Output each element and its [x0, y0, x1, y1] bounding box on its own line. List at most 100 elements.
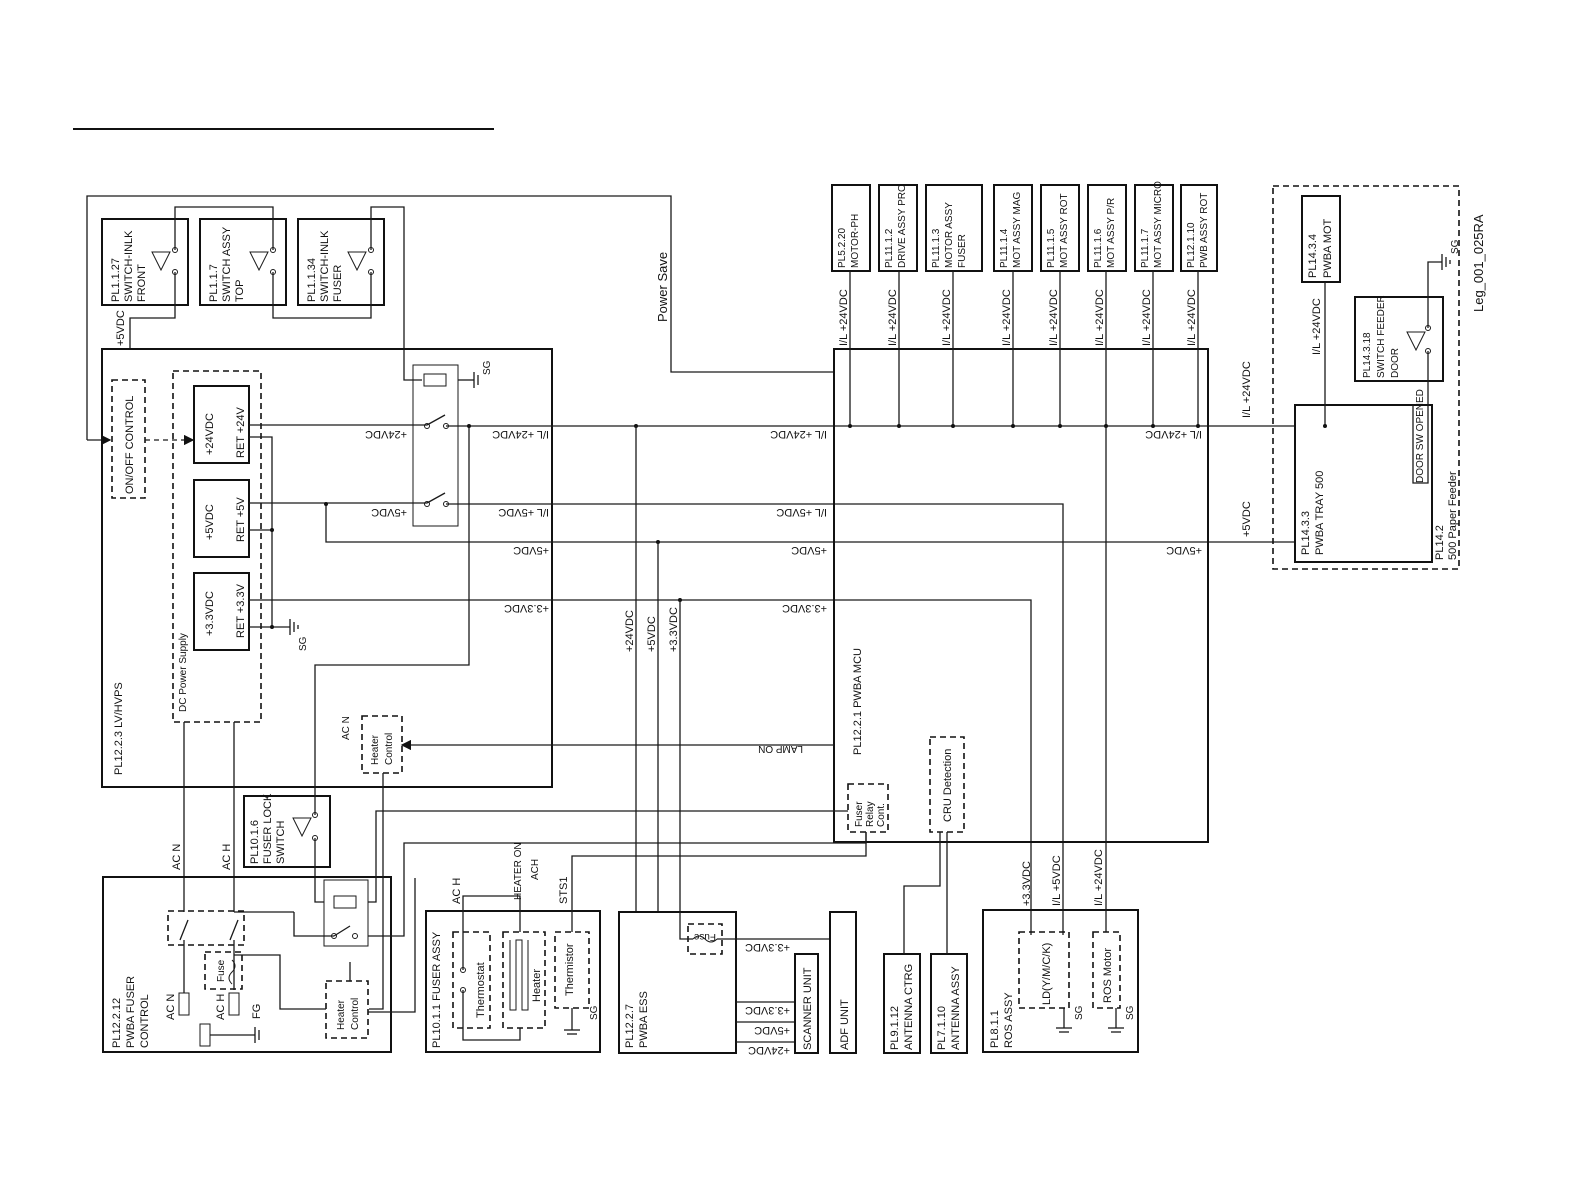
- svg-text:AC H: AC H: [215, 994, 227, 1020]
- motor-label: FUSER: [957, 234, 968, 268]
- svg-text:SG: SG: [482, 360, 493, 375]
- motor-label: PL11.1.4: [999, 228, 1010, 268]
- ac-h-line-label: AC H: [221, 844, 233, 870]
- svg-text:SWITCH FEEDER: SWITCH FEEDER: [1376, 295, 1387, 378]
- svg-text:PL12.2.3 LV/HVPS: PL12.2.3 LV/HVPS: [113, 682, 125, 775]
- svg-text:STS1: STS1: [558, 876, 570, 904]
- svg-text:SG: SG: [589, 1005, 600, 1020]
- motor-label: PL11.1.6: [1093, 228, 1104, 268]
- svg-text:+24VDC: +24VDC: [204, 413, 216, 455]
- svg-text:Control: Control: [350, 998, 361, 1030]
- power-save-line: [86, 195, 834, 440]
- svg-text:PL14.3.18: PL14.3.18: [1362, 332, 1373, 378]
- svg-text:SCANNER UNIT: SCANNER UNIT: [802, 967, 814, 1050]
- scanner-unit: SCANNER UNIT: [794, 953, 819, 1054]
- svg-text:Fuser: Fuser: [854, 801, 865, 827]
- motor-label: DRIVE ASSY PRO: [897, 184, 908, 268]
- power-save-label: Power Save: [655, 252, 670, 322]
- svg-text:ROS ASSY: ROS ASSY: [1003, 992, 1015, 1048]
- svg-text:+5VDC: +5VDC: [754, 1024, 790, 1036]
- svg-text:ROS Motor: ROS Motor: [1102, 948, 1114, 1003]
- pwba-fuser-control: PL12.2.12 PWBA FUSER CONTROL Fuse AC N A…: [102, 876, 392, 1053]
- motor-label: PL11.1.7: [1140, 228, 1151, 268]
- svg-text:+5VDC: +5VDC: [204, 504, 216, 540]
- feeder-il24-out: I/L +24VDC: [1241, 361, 1253, 418]
- label-p5-b: +5VDC: [791, 544, 827, 556]
- svg-text:PL8.1.1: PL8.1.1: [989, 1010, 1001, 1048]
- svg-text:SWITCH: SWITCH: [275, 821, 287, 864]
- svg-text:I/L +24VDC: I/L +24VDC: [1311, 298, 1323, 355]
- svg-text:AC H: AC H: [451, 878, 463, 904]
- ess-5-label: +5VDC: [646, 616, 658, 652]
- svg-text:SG: SG: [1074, 1005, 1085, 1020]
- label-il24-a: I/L +24VDC: [492, 428, 549, 440]
- svg-text:FG: FG: [251, 1004, 263, 1019]
- svg-text:SG: SG: [298, 636, 309, 651]
- svg-text:PL1.1.7: PL1.1.7: [208, 264, 220, 302]
- motor-rail-label: I/L +24VDC: [941, 289, 953, 346]
- svg-text:CRU Detection: CRU Detection: [942, 749, 954, 822]
- svg-text:Thermostat: Thermostat: [475, 962, 487, 1018]
- switch-assy-top: PL1.1.7 SWITCH ASSY TOP: [199, 218, 287, 306]
- svg-text:SG: SG: [1125, 1005, 1136, 1020]
- svg-text:Fuse: Fuse: [693, 931, 716, 942]
- svg-text:PL14.2: PL14.2: [1434, 525, 1446, 560]
- label-il24-c: I/L +24VDC: [1145, 428, 1202, 440]
- svg-text:SG: SG: [1450, 239, 1461, 254]
- svg-text:CONTROL: CONTROL: [139, 994, 151, 1048]
- motor-rail-label: I/L +24VDC: [887, 289, 899, 346]
- motor-label: PL11.1.2: [884, 228, 895, 268]
- svg-text:FUSER LOCK: FUSER LOCK: [262, 793, 274, 864]
- motor-label: MOT ASSY MAG: [1012, 191, 1023, 268]
- svg-text:ANTENNA ASSY: ANTENNA ASSY: [950, 966, 962, 1050]
- svg-text:PL14.3.3: PL14.3.3: [1300, 511, 1312, 555]
- motor-rail-label: I/L +24VDC: [838, 289, 850, 346]
- label-il5-b: I/L +5VDC: [776, 506, 827, 518]
- motor-rail-label: I/L +24VDC: [1048, 289, 1060, 346]
- switch-5v-label: +5VDC: [115, 310, 127, 346]
- antenna-assy: PL7.1.10 ANTENNA ASSY: [930, 953, 968, 1054]
- label-p5-inside: +5VDC: [371, 506, 407, 518]
- label-p24-inside: +24VDC: [365, 428, 407, 440]
- svg-text:PWBA MOT: PWBA MOT: [1322, 218, 1334, 278]
- svg-text:SWITCH-INLK: SWITCH-INLK: [319, 230, 331, 302]
- label-il5-a: I/L +5VDC: [498, 506, 549, 518]
- svg-text:HEATER ON: HEATER ON: [513, 842, 524, 900]
- label-p5-a: +5VDC: [513, 544, 549, 556]
- ros-33-label: +3.3VDC: [1021, 861, 1033, 906]
- label-p33-b: +3.3VDC: [782, 602, 827, 614]
- svg-text:FUSER: FUSER: [332, 265, 344, 302]
- svg-text:RET +5V: RET +5V: [235, 497, 247, 542]
- motor-label: MOT ASSY ROT: [1059, 193, 1070, 268]
- svg-text:PWBA ESS: PWBA ESS: [638, 991, 650, 1048]
- svg-text:PL12.2.1 PWBA MCU: PL12.2.1 PWBA MCU: [852, 648, 864, 755]
- svg-text:ADF UNIT: ADF UNIT: [839, 999, 851, 1050]
- fuser-assy: PL10.1.1 FUSER ASSY Thermostat Heater Th…: [425, 842, 601, 1053]
- ros-il24-label: I/L +24VDC: [1093, 849, 1105, 906]
- svg-text:+3.3VDC: +3.3VDC: [745, 941, 790, 953]
- svg-text:PL10.1.1 FUSER ASSY: PL10.1.1 FUSER ASSY: [431, 931, 443, 1048]
- svg-text:PL1.1.34: PL1.1.34: [306, 258, 318, 302]
- svg-text:500 Paper Feeder: 500 Paper Feeder: [1447, 471, 1459, 560]
- lvps-block: PL12.2.3 LV/HVPS ON/OFF CONTROL DC Power…: [101, 348, 553, 788]
- svg-text:RET +3.3V: RET +3.3V: [235, 583, 247, 638]
- antenna-ctrg: PL9.1.12 ANTENNA CTRG: [883, 953, 921, 1054]
- pwba-mcu: PL12.2.1 PWBA MCU Fuser Relay Cont. CRU …: [833, 348, 1209, 843]
- motor-rail-label: I/L +24VDC: [1141, 289, 1153, 346]
- svg-text:PL7.1.10: PL7.1.10: [936, 1006, 948, 1050]
- feeder-5v-out: +5VDC: [1241, 501, 1253, 537]
- ros-il5-label: I/L +5VDC: [1051, 855, 1063, 906]
- motor-rail-label: I/L +24VDC: [1001, 289, 1013, 346]
- svg-text:+24VDC: +24VDC: [748, 1044, 790, 1056]
- motor-label: MOTOR-PH: [850, 214, 861, 268]
- svg-text:PL10.1.6: PL10.1.6: [249, 820, 261, 864]
- label-p5-c: +5VDC: [1166, 544, 1202, 556]
